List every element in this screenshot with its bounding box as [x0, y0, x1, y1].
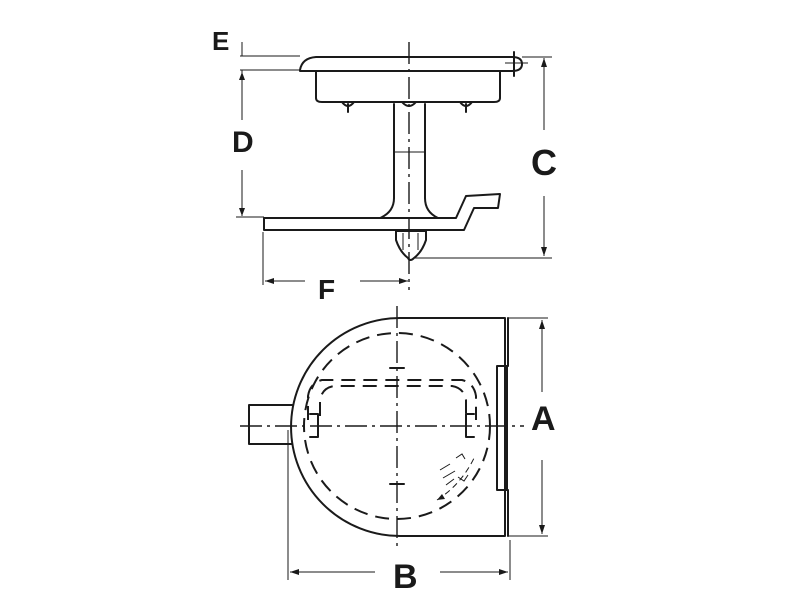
dimension-label-a: A — [531, 400, 556, 438]
dimension-label-f: F — [318, 274, 336, 305]
dimension-label-d: D — [232, 126, 254, 159]
dimension-label-e: E — [212, 26, 230, 56]
dimension-label-c: C — [531, 142, 557, 183]
dimension-label-b: B — [393, 558, 418, 596]
top-plan-view — [240, 306, 548, 580]
side-elevation-view — [236, 42, 552, 290]
